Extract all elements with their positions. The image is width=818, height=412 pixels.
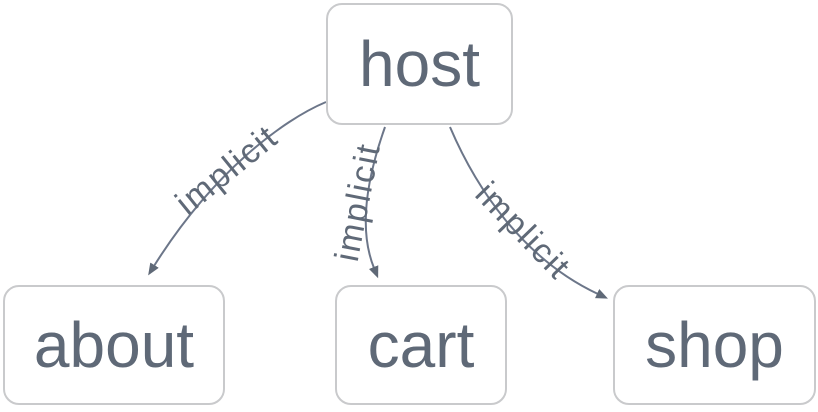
node-about[interactable]: about [3, 285, 225, 405]
node-shop-label: shop [645, 309, 784, 381]
edge-host-cart [364, 126, 386, 279]
edge-host-about [148, 101, 327, 276]
node-cart[interactable]: cart [335, 285, 507, 405]
node-shop[interactable]: shop [613, 285, 816, 405]
edge-host-shop [449, 126, 608, 299]
node-cart-label: cart [367, 309, 475, 381]
node-host-label: host [359, 28, 480, 100]
node-host[interactable]: host [326, 3, 513, 125]
node-about-label: about [33, 309, 195, 381]
